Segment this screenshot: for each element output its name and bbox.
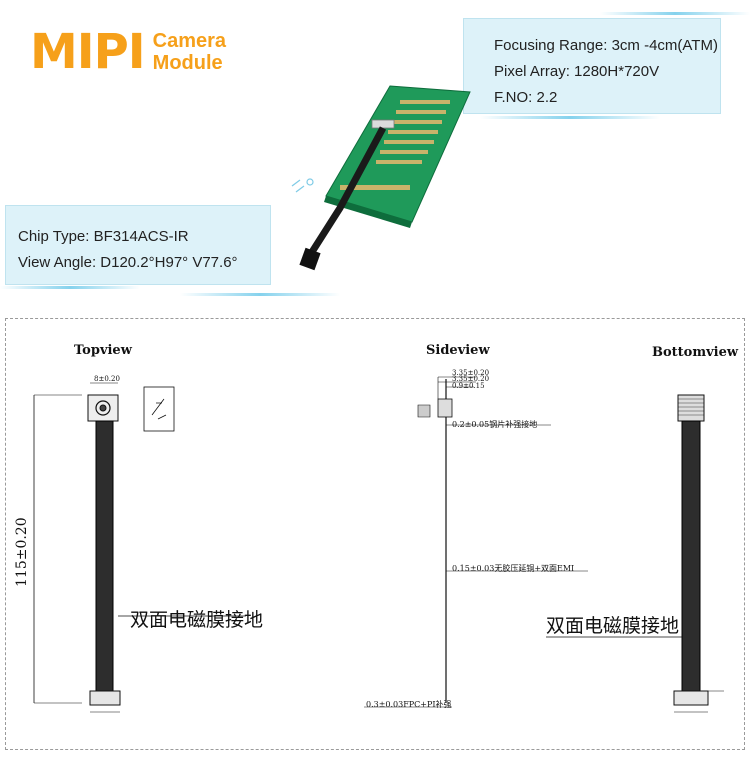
- logo-mipi: MIPI: [30, 24, 146, 80]
- logo-subtitle: Camera Module: [153, 30, 226, 74]
- sideview-drawing: [364, 376, 588, 708]
- topview-top-dim: 8±0.20: [94, 375, 120, 383]
- glow-line: [600, 12, 750, 15]
- topview-title: Topview: [74, 343, 132, 358]
- pixel-array: Pixel Array: 1280H*720V: [494, 63, 660, 80]
- focusing-range: Focusing Range: 3cm -4cm(ATM): [494, 37, 718, 54]
- spec-box-left: Chip Type: BF314ACS-IR View Angle: D120.…: [5, 205, 271, 285]
- pcb-board-icon: [324, 85, 471, 228]
- bottomview-emi-label: 双面电磁膜接地: [546, 616, 680, 637]
- camera-module-illustration: [291, 85, 471, 271]
- spec-box-right: Focusing Range: 3cm -4cm(ATM) Pixel Arra…: [463, 18, 721, 114]
- glow-line: [0, 286, 140, 289]
- topview-drawing: [33, 382, 246, 713]
- view-angle: View Angle: D120.2°H97° V77.6°: [18, 254, 238, 271]
- decorative-sparkle-icon: [291, 178, 314, 193]
- sideview-fpc-note: 0.3±0.03FPC+PI补强: [366, 700, 452, 709]
- bottomview-drawing: [546, 394, 724, 713]
- logo-camera: Camera: [152, 30, 227, 52]
- topview-emi-label: 双面电磁膜接地: [130, 610, 264, 631]
- logo-module: Module: [152, 52, 223, 74]
- sideview-dim-1: 3.35±0.20: [452, 369, 490, 377]
- sideview-title: Sideview: [426, 343, 490, 358]
- drawing-lines: [33, 376, 724, 713]
- sideview-dim-2: 3.35±0.20: [452, 375, 490, 383]
- glow-line: [180, 293, 340, 296]
- logo: MIPI Camera Module: [30, 28, 226, 76]
- chip-type: Chip Type: BF314ACS-IR: [18, 228, 189, 245]
- sideview-dim-3: 0.9±0.15: [452, 382, 485, 390]
- sideview-stiffener-note: 0.2±0.05钢片补强接地: [452, 420, 538, 429]
- fpc-cable-icon: [299, 126, 387, 271]
- topview-length-dim: 115±0.20: [14, 517, 30, 587]
- sideview-emi-note: 0.15±0.03无胶压延铜+双面EMI: [452, 564, 575, 573]
- technical-drawing: Topview Sideview Bottomview: [5, 318, 745, 750]
- bottomview-title: Bottomview: [652, 345, 739, 360]
- glow-line: [480, 116, 660, 119]
- f-number: F.NO: 2.2: [494, 89, 558, 106]
